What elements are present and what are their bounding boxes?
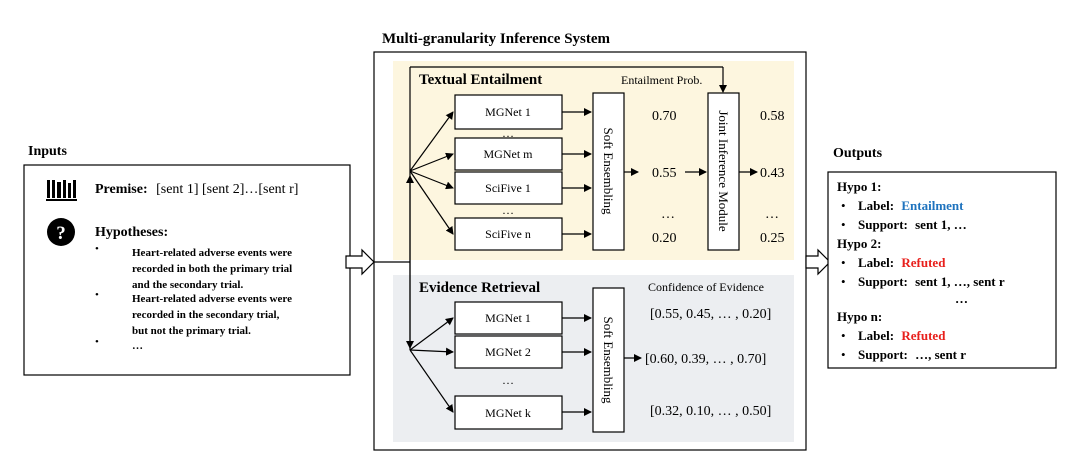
output-hypo-2-title: Hypo 2: [837, 236, 881, 251]
confidence-label: Confidence of Evidence [648, 280, 764, 294]
output-hypo-1-support-prefix: Support: [858, 217, 908, 232]
svg-text:Label: Refuted: Label: Refuted [858, 328, 946, 343]
te-model-box-3 [454, 171, 563, 205]
te-prob-in-4: 0.20 [652, 231, 677, 246]
books-icon [46, 180, 77, 201]
hypothesis-2-line-1: Heart-related adverse events were [132, 293, 292, 305]
er-model-box-2 [454, 335, 563, 369]
joint-inference-label: Joint Inference Module [716, 110, 731, 232]
output-hypo-n-support-prefix: Support: [858, 347, 908, 362]
output-hypo-n-label-prefix: Label: [858, 328, 894, 343]
svg-text:?: ? [56, 223, 66, 244]
er-model-box-1 [454, 301, 563, 335]
svg-text:Support: sent 1, …: Support: sent 1, … [858, 217, 967, 232]
input-flow-arrow [345, 248, 375, 276]
te-prob-in-1: 0.70 [652, 109, 677, 124]
entailment-prob-label: Entailment Prob. [621, 73, 702, 87]
te-model-ellipsis-1: … [502, 126, 514, 140]
hypothesis-3-ellipsis: … [132, 340, 143, 352]
output-hypo-1-label-prefix: Label: [858, 198, 894, 213]
er-model-label-2: MGNet 2 [485, 345, 531, 359]
svg-text:Support: sent 1, …, sent r: Support: sent 1, …, sent r [858, 274, 1005, 289]
output-flow-arrow [805, 248, 831, 276]
output-hypo-1-bullet-2: • [841, 217, 846, 232]
output-hypo-2-bullet-1: • [841, 255, 846, 270]
hypothesis-1-line-3: and the secondary trial. [132, 279, 243, 291]
question-icon: ? [47, 218, 75, 246]
hypothesis-1-bullet: • [95, 243, 99, 255]
svg-text:Label: Refuted: Label: Refuted [858, 255, 946, 270]
evidence-retrieval-title: Evidence Retrieval [419, 280, 540, 296]
te-prob-out-4: 0.25 [760, 231, 785, 246]
hypothesis-1-line-2: recorded in both the primary trial [132, 263, 292, 275]
joint-inference-box [707, 92, 740, 251]
svg-text:Support: …, sent r: Support: …, sent r [858, 347, 966, 362]
svg-text:Label: Entailment: Label: Entailment [858, 198, 964, 213]
er-vector-2: [0.60, 0.39, … , 0.70] [645, 352, 766, 367]
er-model-box-3 [454, 395, 563, 430]
er-vector-1: [0.55, 0.45, … , 0.20] [650, 307, 771, 322]
te-prob-out-1: 0.58 [760, 109, 785, 124]
premise-text: [sent 1] [sent 2]…[sent r] [156, 182, 298, 197]
te-prob-in-2: 0.55 [652, 166, 677, 181]
inputs-box [23, 164, 351, 376]
er-model-label-1: MGNet 1 [485, 311, 531, 325]
flow-connectors [374, 66, 758, 416]
output-hypo-1-support: sent 1, … [915, 217, 967, 232]
hypothesis-2-bullet: • [95, 289, 99, 301]
textual-entailment-title: Textual Entailment [419, 72, 542, 88]
er-ensembling-box [592, 287, 625, 433]
er-vector-3: [0.32, 0.10, … , 0.50] [650, 404, 771, 419]
output-hypo-n-support: …, sent r [915, 347, 966, 362]
hypothesis-2-line-2: recorded in the secondary trial, [132, 309, 280, 321]
output-hypo-1-bullet-1: • [841, 198, 846, 213]
te-model-label-2: MGNet m [484, 147, 534, 161]
outputs-heading: Outputs [833, 146, 883, 161]
te-model-ellipsis-2: … [502, 203, 514, 217]
output-hypo-n-bullet-2: • [841, 347, 846, 362]
er-model-ellipsis: … [502, 373, 514, 387]
output-hypo-1-label: Entailment [901, 198, 964, 213]
output-hypo-n-label: Refuted [901, 328, 946, 343]
te-ensembling-label: Soft Ensembling [601, 127, 616, 215]
system-title: Multi-granularity Inference System [382, 31, 611, 47]
te-model-label-1: MGNet 1 [485, 105, 531, 119]
inputs-heading: Inputs [28, 144, 67, 159]
er-ensembling-label: Soft Ensembling [601, 316, 616, 404]
output-hypo-2-bullet-2: • [841, 274, 846, 289]
te-model-box-2 [454, 137, 563, 171]
te-model-label-3: SciFive 1 [485, 181, 531, 195]
te-prob-out-3: … [765, 207, 779, 222]
output-hypo-n-title: Hypo n: [837, 309, 882, 324]
svg-text:Premise: [sent 1] [sent 2]: Premise: [sent 1] [sent 2]…[sent r] [95, 182, 298, 197]
output-middle-ellipsis: … [955, 291, 968, 306]
outputs-box [827, 171, 1057, 369]
hypothesis-1-line-1: Heart-related adverse events were [132, 247, 292, 259]
er-model-label-3: MGNet k [485, 406, 531, 420]
hypothesis-2-line-3: but not the primary trial. [132, 325, 251, 337]
output-hypo-2-support: sent 1, …, sent r [915, 274, 1005, 289]
te-prob-in-3: … [661, 207, 675, 222]
te-model-label-4: SciFive n [485, 227, 531, 241]
output-hypo-2-label: Refuted [901, 255, 946, 270]
hypotheses-label: Hypotheses: [95, 225, 168, 240]
te-prob-out-2: 0.43 [760, 166, 785, 181]
premise-label: Premise: [95, 182, 148, 197]
output-hypo-1-title: Hypo 1: [837, 179, 881, 194]
output-hypo-2-label-prefix: Label: [858, 255, 894, 270]
output-hypo-2-support-prefix: Support: [858, 274, 908, 289]
output-hypo-n-bullet-1: • [841, 328, 846, 343]
hypothesis-3-bullet: • [95, 336, 99, 348]
